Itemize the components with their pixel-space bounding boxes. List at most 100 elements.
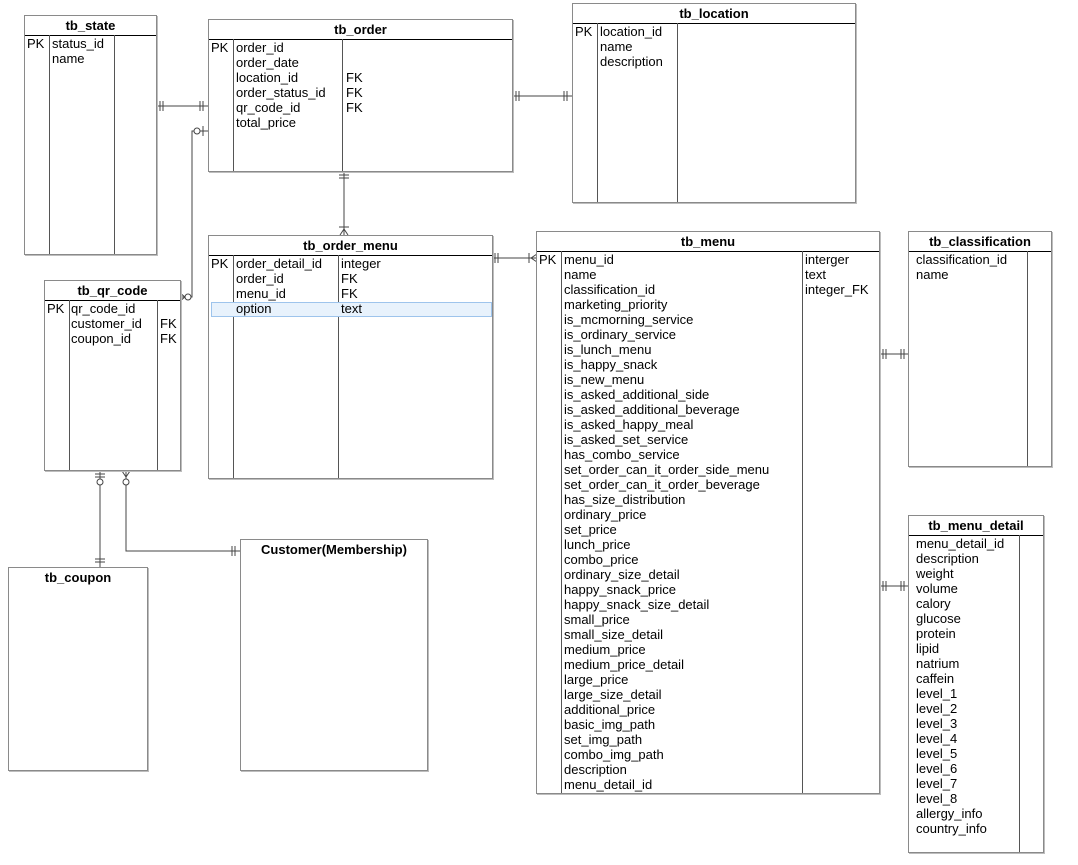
field: level_3: [916, 716, 958, 731]
field: combo_img_path: [564, 747, 664, 762]
field: qr_code_id: [236, 100, 301, 115]
field: protein: [916, 626, 956, 641]
field: level_7: [916, 776, 958, 791]
table-tb-classification[interactable]: tb_classification classification_id name: [908, 231, 1052, 467]
field: order_detail_id: [236, 256, 323, 271]
type: FK: [341, 271, 358, 286]
field: combo_price: [564, 552, 639, 567]
field: glucose: [916, 611, 961, 626]
field: order_date: [236, 55, 299, 70]
type: interger: [805, 252, 850, 267]
field: name: [600, 39, 633, 54]
field: level_1: [916, 686, 958, 701]
field-list: classification_id name: [916, 252, 1007, 282]
field: large_size_detail: [564, 687, 662, 702]
field: location_id: [600, 24, 663, 39]
field: order_id: [236, 271, 284, 286]
field: happy_snack_size_detail: [564, 597, 710, 612]
table-customer-membership[interactable]: Customer(Membership): [240, 539, 428, 771]
table-tb-order-menu[interactable]: tb_order_menu PK order_detail_id order_i…: [208, 235, 493, 479]
type: FK: [346, 85, 363, 100]
field: name: [52, 51, 85, 66]
type: integer_FK: [805, 282, 869, 297]
field: name: [916, 267, 949, 282]
key-label: PK: [47, 301, 65, 316]
field: volume: [916, 581, 958, 596]
field: large_price: [564, 672, 629, 687]
field: is_new_menu: [564, 372, 645, 387]
field: happy_snack_price: [564, 582, 677, 597]
table-tb-order[interactable]: tb_order PK order_id order_date location…: [208, 19, 513, 172]
field: allergy_info: [916, 806, 983, 821]
type: FK: [346, 100, 363, 115]
field: qr_code_id: [71, 301, 136, 316]
type: text: [341, 301, 362, 316]
field: menu_id: [236, 286, 286, 301]
field: status_id: [52, 36, 105, 51]
table-title: tb_menu: [537, 232, 879, 252]
type-list: interger text integer_FK: [805, 252, 869, 297]
field: set_order_can_it_order_side_menu: [564, 462, 770, 477]
field: level_2: [916, 701, 958, 716]
field: description: [916, 551, 979, 566]
field: is_lunch_menu: [564, 342, 652, 357]
field: medium_price: [564, 642, 646, 657]
field: level_6: [916, 761, 958, 776]
table-tb-coupon[interactable]: tb_coupon: [8, 567, 148, 771]
field: menu_id: [564, 252, 614, 267]
field: option: [236, 301, 272, 316]
type: [160, 301, 177, 316]
type: [346, 55, 363, 70]
type: FK: [346, 70, 363, 85]
field: is_asked_additional_beverage: [564, 402, 740, 417]
field: set_price: [564, 522, 617, 537]
field: menu_detail_id: [564, 777, 653, 792]
field: lipid: [916, 641, 940, 656]
field: is_happy_snack: [564, 357, 658, 372]
field: order_id: [236, 40, 284, 55]
type: [346, 40, 363, 55]
field: weight: [916, 566, 954, 581]
type-list: integer FK FK text: [341, 256, 381, 316]
key-label: PK: [539, 252, 557, 267]
field: set_order_can_it_order_beverage: [564, 477, 760, 492]
type: integer: [341, 256, 381, 271]
table-title: tb_state: [25, 16, 156, 36]
key-label: PK: [211, 256, 229, 271]
type: FK: [341, 286, 358, 301]
field: level_8: [916, 791, 958, 806]
type: FK: [160, 316, 177, 331]
table-title: tb_menu_detail: [909, 516, 1043, 536]
table-title: tb_classification: [909, 232, 1051, 252]
field: total_price: [236, 115, 296, 130]
field-list: order_id order_date location_id order_st…: [236, 40, 326, 130]
field: name: [564, 267, 597, 282]
selected-row-highlight[interactable]: [211, 302, 492, 317]
field: menu_detail_id: [916, 536, 1005, 551]
table-title: tb_qr_code: [45, 281, 180, 301]
key-label: PK: [575, 24, 593, 39]
table-tb-location[interactable]: tb_location PK location_id name descript…: [572, 3, 856, 203]
field: is_asked_additional_side: [564, 387, 710, 402]
field: calory: [916, 596, 951, 611]
table-title: tb_order_menu: [209, 236, 492, 256]
table-title: tb_coupon: [44, 570, 112, 585]
field: classification_id: [916, 252, 1008, 267]
field: is_ordinary_service: [564, 327, 676, 342]
field-list: location_id name description: [600, 24, 663, 69]
table-tb-state[interactable]: tb_state PK status_id name: [24, 15, 157, 255]
table-title: tb_location: [573, 4, 855, 24]
field: has_combo_service: [564, 447, 680, 462]
field: small_price: [564, 612, 630, 627]
key-label: PK: [27, 36, 45, 51]
field: set_img_path: [564, 732, 643, 747]
field: coupon_id: [71, 331, 131, 346]
field: has_size_distribution: [564, 492, 686, 507]
table-tb-qr-code[interactable]: tb_qr_code PK qr_code_id customer_id cou…: [44, 280, 181, 471]
field-list: order_detail_id order_id menu_id option: [236, 256, 322, 316]
